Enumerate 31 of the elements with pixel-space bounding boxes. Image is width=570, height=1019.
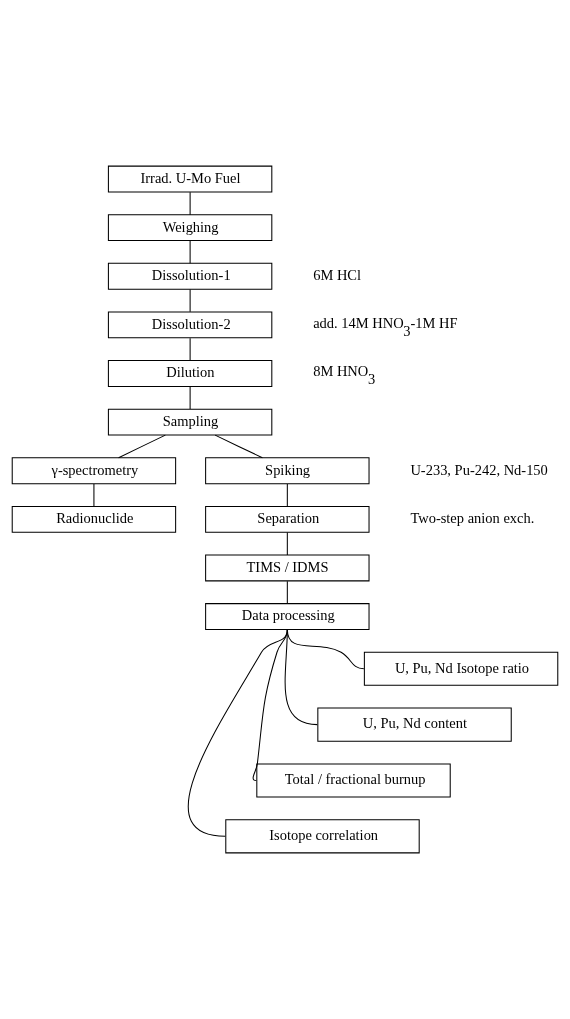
connector bbox=[118, 434, 166, 459]
node-box: Spiking bbox=[205, 457, 370, 485]
node-box: U, Pu, Nd Isotope ratio bbox=[363, 651, 559, 686]
node-box: Sampling bbox=[107, 408, 273, 436]
connector bbox=[189, 289, 191, 313]
node-box: Total / fractional burnup bbox=[256, 763, 451, 798]
node-box: Separation bbox=[205, 505, 370, 533]
node-label: 6M HCl bbox=[313, 267, 362, 284]
node-box: Irrad. U-Mo Fuel bbox=[107, 165, 273, 193]
connector bbox=[189, 240, 191, 264]
node-box: U, Pu, Nd content bbox=[317, 707, 512, 742]
node-box: Weighing bbox=[107, 214, 273, 242]
connector bbox=[286, 483, 288, 507]
connector bbox=[189, 386, 191, 410]
connector bbox=[189, 191, 191, 216]
node-label: U-233, Pu-242, Nd-150 bbox=[410, 461, 548, 478]
connector bbox=[286, 532, 288, 556]
node-box: Data processing bbox=[205, 603, 370, 630]
node-label: Two-step anion exch. bbox=[410, 510, 535, 527]
connector bbox=[214, 434, 263, 459]
node-box: Dissolution-1 bbox=[107, 262, 273, 290]
connector bbox=[286, 580, 288, 605]
connector bbox=[93, 483, 95, 507]
node-box: Dilution bbox=[107, 360, 273, 387]
node-box: TIMS / IDMS bbox=[205, 554, 370, 582]
node-box: Isotope correlation bbox=[225, 819, 420, 854]
connector bbox=[187, 628, 288, 837]
node-box: Dissolution-2 bbox=[107, 311, 273, 339]
node-box: Radionuclide bbox=[11, 505, 177, 533]
node-box: γ-spectrometry bbox=[11, 457, 177, 485]
connector bbox=[189, 337, 191, 361]
